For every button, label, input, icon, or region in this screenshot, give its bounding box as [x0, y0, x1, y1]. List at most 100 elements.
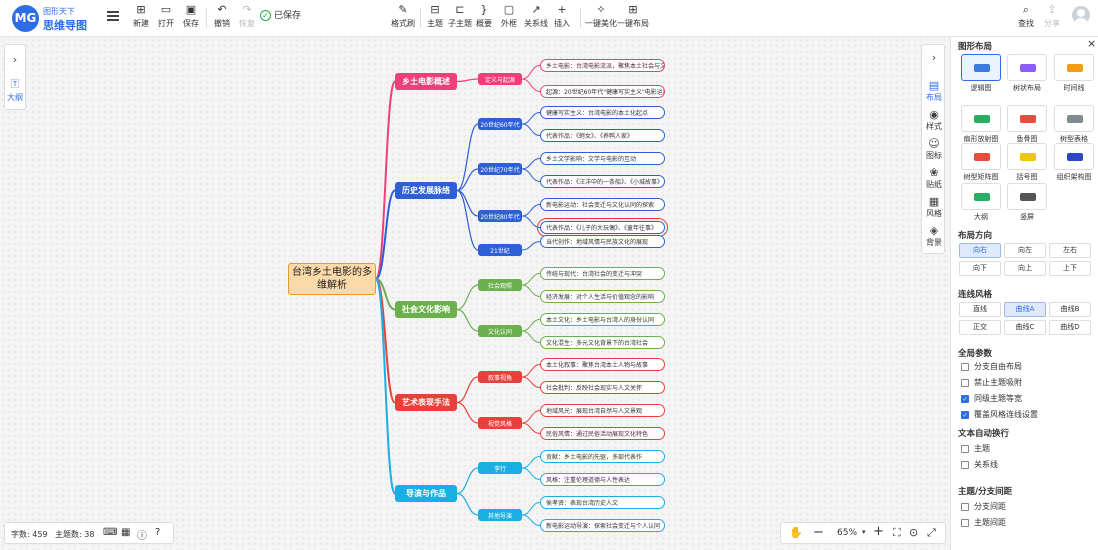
leaf-topic[interactable]: 风格：注重伦理道德与人性表达 [540, 473, 665, 486]
redo-button[interactable]: ↷恢复 [239, 3, 255, 28]
sub-topic[interactable]: 李行 [478, 462, 522, 474]
line-style-option[interactable]: 正交 [959, 320, 1001, 335]
hamburger-menu-icon[interactable] [107, 9, 119, 21]
layout-option[interactable]: 鱼骨图 [1007, 105, 1047, 144]
sub-topic[interactable]: 叙事视角 [478, 371, 522, 383]
checkbox-icon[interactable]: ✓ [961, 410, 969, 419]
checkbox-icon[interactable] [961, 518, 969, 527]
beautify-button[interactable]: ✧一键美化 [585, 3, 617, 28]
checkbox-option[interactable]: 主题间距 [961, 517, 1006, 528]
save-button[interactable]: ▣保存 [183, 3, 199, 28]
center-icon[interactable]: ⊙ [909, 526, 919, 539]
layout-option[interactable]: 组织架构图 [1054, 143, 1094, 182]
layout-option[interactable]: 树型表格 [1054, 105, 1094, 144]
line-style-option[interactable]: 曲线A [1004, 302, 1046, 317]
leaf-topic[interactable]: 侯孝贤：表现台湾历史人文 [540, 496, 665, 509]
direction-option[interactable]: 向右 [959, 243, 1001, 258]
leaf-topic[interactable]: 经济发展：对个人生活与价值观念的影响 [540, 290, 665, 303]
expand-left-button[interactable]: › [4, 53, 26, 66]
layout-option[interactable]: 大纲 [961, 183, 1001, 222]
checkbox-icon[interactable]: ✓ [961, 394, 969, 403]
line-style-option[interactable]: 直线 [959, 302, 1001, 317]
direction-option[interactable]: 左右 [1049, 243, 1091, 258]
checkbox-icon[interactable] [961, 444, 969, 453]
sub-topic[interactable]: 20世纪80年代 [478, 210, 522, 222]
leaf-topic[interactable]: 新电影运动：社会变迁与文化认同的探索 [540, 198, 665, 211]
leaf-topic[interactable]: 地域风光：展现台湾自然与人文景观 [540, 404, 665, 417]
leaf-topic[interactable]: 传统与现代：台湾社会的变迁与冲突 [540, 267, 665, 280]
leaf-topic[interactable]: 代表作品：《汪洋中的一条船》、《小城故事》 [540, 175, 665, 188]
undo-button[interactable]: ↶撤销 [214, 3, 230, 28]
map-icon[interactable]: ▦ [121, 527, 131, 538]
checkbox-option[interactable]: ✓同级主题等宽 [961, 393, 1022, 404]
find-button[interactable]: ⌕查找 [1018, 3, 1034, 28]
leaf-topic[interactable]: 健康写实主义：台湾电影的本土化起点 [540, 106, 665, 119]
hand-tool-icon[interactable]: ✋ [789, 526, 803, 539]
close-icon[interactable]: × [1087, 37, 1097, 50]
sub-topic[interactable]: 社会观照 [478, 279, 522, 291]
sticker-tab[interactable]: ❀贴纸 [922, 166, 946, 190]
sub-topic[interactable]: 视觉风格 [478, 417, 522, 429]
main-topic[interactable]: 乡土电影概述 [395, 73, 457, 90]
checkbox-option[interactable]: 分支间距 [961, 501, 1006, 512]
leaf-topic[interactable]: 代表作品：《蚵女》、《养鸭人家》 [540, 129, 665, 142]
topic-button[interactable]: ⊟主题 [427, 3, 443, 28]
mindmap-canvas[interactable]: 台湾乡土电影的多维解析乡土电影概述定义与起源乡土电影：台湾电影流派，聚焦本土社会… [0, 37, 950, 550]
main-topic[interactable]: 导演与作品 [395, 485, 457, 502]
line-style-option[interactable]: 曲线D [1049, 320, 1091, 335]
main-topic[interactable]: 艺术表现手法 [395, 394, 457, 411]
zoom-level[interactable]: 65% [837, 528, 858, 538]
relation-line-button[interactable]: ↗关系线 [524, 3, 548, 28]
checkbox-option[interactable]: 关系线 [961, 459, 998, 470]
insert-button[interactable]: +插入 [554, 3, 570, 28]
direction-option[interactable]: 向上 [1004, 261, 1046, 276]
auto-layout-button[interactable]: ⊞一键布局 [617, 3, 649, 28]
checkbox-option[interactable]: 分支自由布局 [961, 361, 1022, 372]
fullscreen-icon[interactable]: ⤢ [927, 526, 936, 539]
background-tab[interactable]: ◈背景 [922, 224, 946, 248]
layout-option[interactable]: 竖屏 [1007, 183, 1047, 222]
checkbox-icon[interactable] [961, 378, 969, 387]
layout-option[interactable]: 扇形放射图 [961, 105, 1001, 144]
direction-option[interactable]: 上下 [1049, 261, 1091, 276]
leaf-topic[interactable]: 新电影运动导演：探索社会变迁与个人认同 [540, 519, 665, 532]
layout-option[interactable]: 时间线 [1054, 54, 1094, 93]
direction-option[interactable]: 向左 [1004, 243, 1046, 258]
leaf-topic[interactable]: 乡土文学影响：文学与电影的互动 [540, 152, 665, 165]
layout-option[interactable]: 括号图 [1007, 143, 1047, 182]
main-topic[interactable]: 社会文化影响 [395, 301, 457, 318]
main-topic[interactable]: 历史发展脉络 [395, 182, 457, 199]
leaf-topic[interactable]: 乡土电影：台湾电影流派，聚焦本土社会与文化 [540, 59, 665, 72]
line-style-option[interactable]: 曲线C [1004, 320, 1046, 335]
leaf-topic[interactable]: 当代创作：地域风情与民族文化的展现 [540, 235, 665, 248]
icon-tab[interactable]: ☺图标 [922, 137, 946, 161]
sub-topic[interactable]: 20世纪60年代 [478, 118, 522, 130]
subtopic-button[interactable]: ⊏子主题 [448, 3, 472, 28]
new-button[interactable]: ⊞新建 [133, 3, 149, 28]
layout-option[interactable]: 树型矩阵图 [961, 143, 1001, 182]
sub-topic[interactable]: 20世纪70年代 [478, 163, 522, 175]
leaf-topic[interactable]: 文化混生：多元文化背景下的台湾社会 [540, 336, 665, 349]
share-button[interactable]: ⇪分享 [1044, 3, 1060, 28]
leaf-topic[interactable]: 贡献：乡土电影的先驱，多部代表作 [540, 450, 665, 463]
sub-topic[interactable]: 文化认同 [478, 325, 522, 337]
leaf-topic[interactable]: 本土化叙事：聚焦台湾本土人物与故事 [540, 358, 665, 371]
keyboard-icon[interactable]: ⌨ [103, 527, 118, 538]
open-button[interactable]: ▭打开 [158, 3, 174, 28]
style-tab[interactable]: ◉样式 [922, 108, 946, 132]
layout-option[interactable]: 树状布局 [1007, 54, 1047, 93]
layout-option[interactable]: 逻辑图 [961, 54, 1001, 93]
checkbox-icon[interactable] [961, 460, 969, 469]
fit-screen-icon[interactable]: ⛶ [893, 526, 901, 539]
format-brush-button[interactable]: ✎格式刷 [391, 3, 415, 28]
direction-option[interactable]: 向下 [959, 261, 1001, 276]
checkbox-option[interactable]: 主题 [961, 443, 990, 454]
sub-topic[interactable]: 定义与起源 [478, 73, 522, 85]
layout-tab[interactable]: ▤布局 [922, 79, 946, 103]
leaf-topic[interactable]: 起源：20世纪60年代"健康写实主义"电影运动 [540, 85, 665, 98]
checkbox-icon[interactable] [961, 362, 969, 371]
app-logo[interactable]: MG 图形天下 思维导图 [12, 5, 102, 33]
leaf-topic[interactable]: 本土文化：乡土电影与台湾人的身份认同 [540, 313, 665, 326]
checkbox-option[interactable]: 禁止主题吸附 [961, 377, 1022, 388]
